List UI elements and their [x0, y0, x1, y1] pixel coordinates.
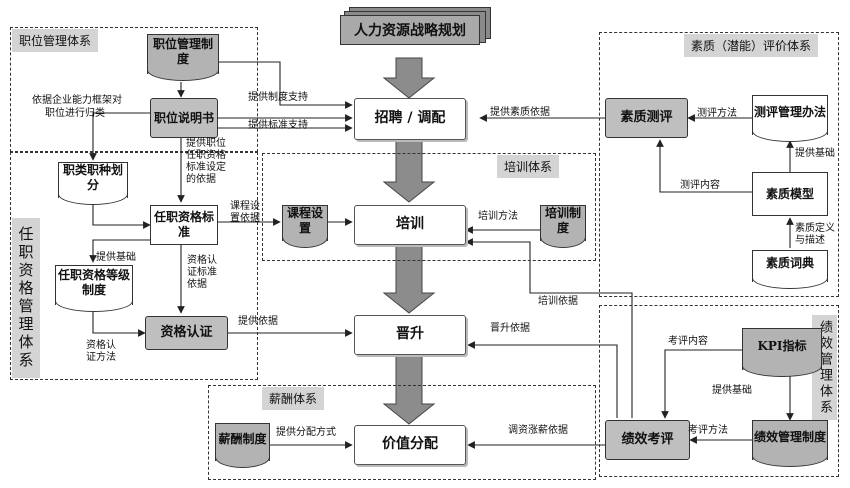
flow-arrow-recruit-train — [382, 139, 436, 203]
course-setting-node[interactable]: 课程设置 — [282, 205, 328, 248]
edge-label: 提供分配方式 — [276, 427, 336, 438]
job-description-node[interactable]: 职位说明书 — [150, 98, 218, 138]
arrow-kpi-to-perfeval — [661, 349, 742, 419]
edge-label: 提供依据 — [238, 316, 278, 327]
edge-label: 提供基础 — [795, 148, 835, 159]
strategy-node[interactable]: 人力资源战略规划 — [340, 15, 480, 45]
region-qualification-management — [10, 152, 258, 380]
evaluation-method-node[interactable]: 测评管理办法 — [752, 95, 828, 142]
kpi-indicator-node[interactable]: KPI指标 — [742, 328, 822, 377]
region-salary — [208, 385, 596, 480]
arrow-perfeval-to-train — [465, 238, 633, 418]
edge-label: 提供基础 — [712, 385, 752, 396]
edge-label: 与描述 — [795, 235, 825, 246]
edge-label: 资格认 — [187, 255, 217, 266]
region-label-qualification: 任职资格管理体系 — [12, 218, 40, 378]
flow-arrow-train-promote — [382, 244, 436, 314]
region-label-salary: 薪酬体系 — [262, 387, 325, 410]
edge-label: 测评方法 — [697, 108, 737, 119]
flow-arrow-strategy-recruit — [382, 57, 436, 99]
edge-label: 素质定义 — [795, 223, 835, 234]
arrow-model-to-quality — [656, 139, 752, 193]
edge-label: 职位进行归类 — [45, 108, 105, 119]
arrow-qualstd-to-qualgrade — [89, 239, 150, 263]
region-label-position: 职位管理体系 — [12, 29, 99, 52]
arrow-jobclass-to-qualstd — [92, 205, 151, 229]
region-label-competency: 素质（潜能）评价体系 — [684, 34, 819, 57]
edge-label: 任职资格 — [186, 150, 226, 161]
edge-label: 证方法 — [86, 352, 116, 363]
edge-label: 提供标准支持 — [248, 120, 308, 131]
edge-label: 培训依据 — [538, 296, 578, 307]
edge-label: 标准设定 — [186, 162, 226, 173]
edge-label: 课程设 — [230, 201, 260, 212]
value-node[interactable]: 价值分配 — [354, 425, 466, 465]
edge-label: 的依据 — [186, 174, 216, 185]
training-policy-node[interactable]: 培训制度 — [540, 205, 586, 248]
edge-label: 资格认 — [86, 340, 116, 351]
edge-label: 置依据 — [230, 213, 260, 224]
arrow-perfeval-to-promote — [467, 341, 618, 418]
arrow-posmgmt-to-recruit — [218, 61, 353, 109]
edge-label: 提供职位 — [186, 138, 226, 149]
qualification-certification-node[interactable]: 资格认证 — [145, 316, 228, 350]
performance-policy-node[interactable]: 绩效管理制度 — [752, 420, 828, 467]
edge-label: 证标准 — [187, 267, 217, 278]
arrow-qualgrade-to-qualcert — [92, 312, 146, 337]
strategy-stack: 人力资源战略规划 — [340, 7, 491, 60]
edge-label: 考评内容 — [668, 336, 708, 347]
performance-evaluation-node[interactable]: 绩效考评 — [605, 420, 690, 460]
flow-arrow-promote-value — [382, 354, 436, 425]
promote-node[interactable]: 晋升 — [354, 315, 466, 355]
edge-label: 提供制度支持 — [248, 92, 308, 103]
edge-label: 依据 — [187, 279, 207, 290]
main-flow-arrows — [382, 57, 436, 425]
region-position-management — [10, 27, 258, 152]
quality-model-node[interactable]: 素质模型 — [752, 172, 828, 216]
edge-label: 调资涨薪依据 — [508, 425, 568, 436]
region-performance — [599, 305, 839, 477]
edge-label: 提供基础 — [96, 252, 136, 263]
arrow-jobdesc-to-jobclass — [89, 112, 150, 161]
edge-label: 晋升依据 — [490, 323, 530, 334]
salary-policy-node[interactable]: 薪酬制度 — [215, 423, 270, 468]
edge-label: 培训方法 — [478, 211, 518, 222]
edge-label: 提供素质依据 — [490, 107, 550, 118]
region-competency-evaluation — [599, 32, 839, 297]
qualification-grade-policy[interactable]: 任职资格等级制度 — [55, 265, 133, 312]
recruit-node[interactable]: 招聘 / 调配 — [354, 98, 466, 140]
region-training — [262, 153, 596, 261]
job-classification-node[interactable]: 职类职种划分 — [58, 162, 128, 205]
quality-dictionary-node[interactable]: 素质词典 — [752, 250, 828, 289]
edge-label: 依据企业能力框架对 — [32, 95, 122, 106]
position-management-policy[interactable]: 职位管理制度 — [147, 34, 219, 81]
edge-label: 考评方法 — [688, 425, 728, 436]
qualification-standard-node[interactable]: 任职资格标准 — [150, 205, 218, 245]
region-label-training: 培训体系 — [497, 155, 560, 178]
train-node[interactable]: 培训 — [354, 205, 466, 245]
quality-evaluation-node[interactable]: 素质测评 — [605, 98, 688, 138]
edge-label: 测评内容 — [680, 180, 720, 191]
